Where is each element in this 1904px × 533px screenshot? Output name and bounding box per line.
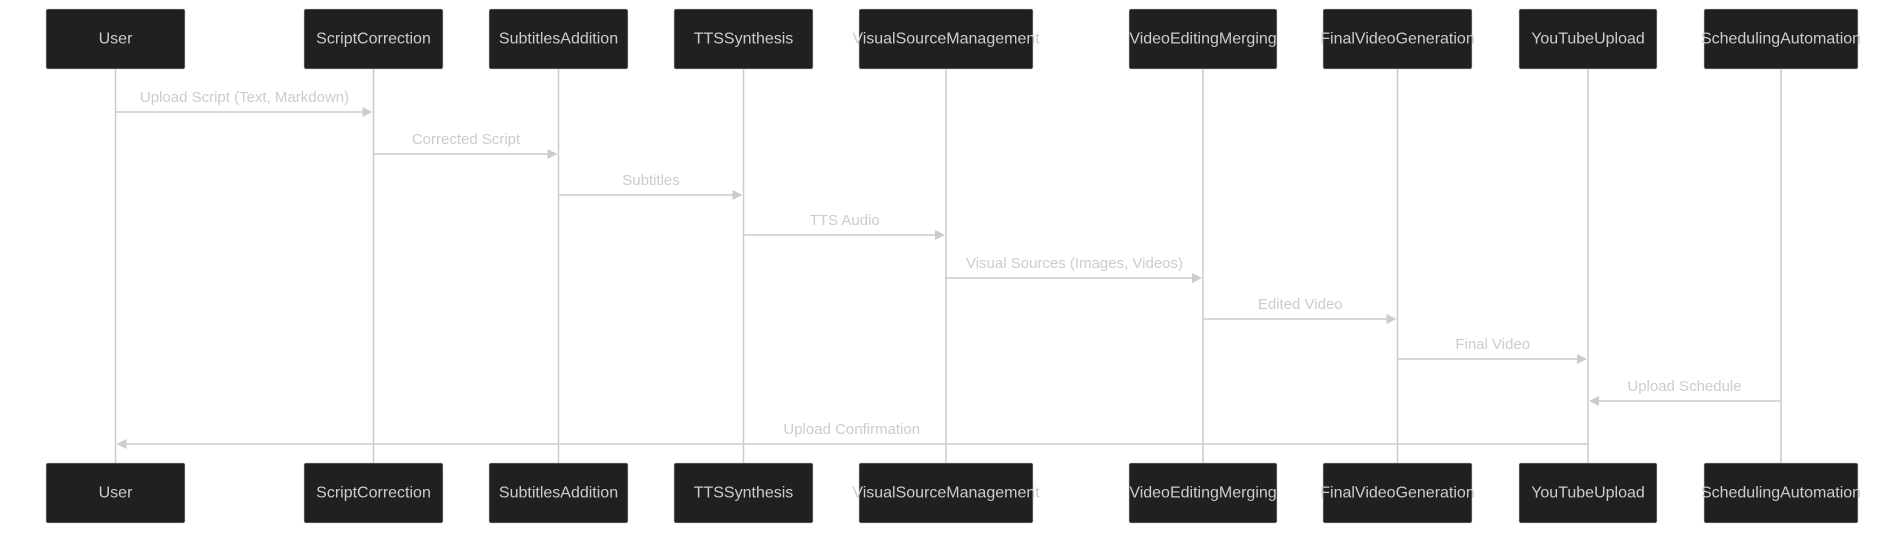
participant-box bbox=[303, 462, 444, 524]
participant-top-final-video-generation[interactable]: FinalVideoGeneration bbox=[1320, 8, 1475, 70]
message-arrow-head bbox=[1386, 314, 1397, 324]
message-label: Upload Schedule bbox=[1627, 378, 1741, 395]
participant-bottom-subtitles-addition[interactable]: SubtitlesAddition bbox=[488, 462, 629, 524]
participant-bottom-script-correction[interactable]: ScriptCorrection bbox=[303, 462, 444, 524]
participant-box bbox=[303, 8, 444, 70]
participant-label: TTSSynthesis bbox=[694, 31, 794, 48]
message-arrow-head bbox=[547, 149, 558, 159]
message-label: TTS Audio bbox=[810, 212, 880, 229]
participant-label: YouTubeUpload bbox=[1531, 485, 1645, 502]
messages: Upload Script (Text, Markdown) Corrected … bbox=[115, 89, 1781, 449]
participant-top-subtitles-addition[interactable]: SubtitlesAddition bbox=[488, 8, 629, 70]
message-9: Upload Confirmation bbox=[116, 421, 1588, 449]
actors-bottom: User ScriptCorrection SubtitlesAddition TTS… bbox=[45, 462, 1861, 524]
message-label: Corrected Script bbox=[412, 131, 521, 148]
message-arrow-head bbox=[116, 439, 127, 449]
participant-box bbox=[488, 462, 629, 524]
participant-box bbox=[45, 8, 186, 70]
participant-label: VideoEditingMerging bbox=[1129, 31, 1276, 48]
participant-bottom-visual-source-management[interactable]: VisualSourceManagement bbox=[852, 462, 1040, 524]
participant-label: FinalVideoGeneration bbox=[1320, 485, 1474, 502]
message-3: Subtitles bbox=[558, 172, 743, 200]
participant-box bbox=[1518, 8, 1658, 70]
message-2: Corrected Script bbox=[373, 131, 558, 159]
participant-box bbox=[1703, 8, 1859, 70]
message-label: Visual Sources (Images, Videos) bbox=[966, 255, 1183, 272]
participant-label: ScriptCorrection bbox=[316, 31, 431, 48]
participant-label: User bbox=[99, 31, 133, 48]
message-8: Upload Schedule bbox=[1589, 378, 1781, 406]
message-label: Upload Script (Text, Markdown) bbox=[140, 89, 349, 106]
message-label: Edited Video bbox=[1258, 296, 1343, 313]
lifelines bbox=[114, 69, 1782, 463]
message-label: Subtitles bbox=[622, 172, 680, 189]
participant-top-visual-source-management[interactable]: VisualSourceManagement bbox=[852, 8, 1040, 70]
participant-box bbox=[488, 8, 629, 70]
message-6: Edited Video bbox=[1203, 296, 1397, 324]
message-label: Final Video bbox=[1455, 336, 1530, 353]
message-arrow-head bbox=[732, 190, 743, 200]
message-arrow-head bbox=[362, 107, 373, 117]
participant-top-script-correction[interactable]: ScriptCorrection bbox=[303, 8, 444, 70]
participant-label: VideoEditingMerging bbox=[1129, 485, 1276, 502]
participant-top-user[interactable]: User bbox=[45, 8, 186, 70]
message-5: Visual Sources (Images, Videos) bbox=[946, 255, 1202, 283]
participant-box bbox=[1322, 462, 1473, 524]
participant-box bbox=[1128, 462, 1278, 524]
participant-top-tts-synthesis[interactable]: TTSSynthesis bbox=[673, 8, 814, 70]
participant-top-youtube-upload[interactable]: YouTubeUpload bbox=[1518, 8, 1658, 70]
participant-label: VisualSourceManagement bbox=[852, 485, 1040, 502]
participant-label: TTSSynthesis bbox=[694, 485, 794, 502]
message-arrow-head bbox=[1577, 354, 1587, 364]
participant-label: User bbox=[99, 485, 133, 502]
participant-box bbox=[1518, 462, 1658, 524]
participant-box bbox=[673, 8, 814, 70]
message-arrow-head bbox=[1589, 396, 1599, 406]
participant-bottom-scheduling-automation[interactable]: SchedulingAutomation bbox=[1701, 462, 1861, 524]
participant-label: SchedulingAutomation bbox=[1701, 31, 1861, 48]
participant-top-video-editing-merging[interactable]: VideoEditingMerging bbox=[1128, 8, 1278, 70]
participant-label: FinalVideoGeneration bbox=[1320, 31, 1474, 48]
participant-box bbox=[45, 462, 186, 524]
message-label: Upload Confirmation bbox=[783, 421, 920, 438]
message-arrow-head bbox=[935, 230, 945, 240]
participant-box bbox=[1128, 8, 1278, 70]
participant-box bbox=[1322, 8, 1473, 70]
participant-bottom-tts-synthesis[interactable]: TTSSynthesis bbox=[673, 462, 814, 524]
participant-bottom-youtube-upload[interactable]: YouTubeUpload bbox=[1518, 462, 1658, 524]
message-arrow-head bbox=[1192, 273, 1202, 283]
participant-label: YouTubeUpload bbox=[1531, 31, 1645, 48]
participant-bottom-user[interactable]: User bbox=[45, 462, 186, 524]
participant-box bbox=[673, 462, 814, 524]
participant-label: ScriptCorrection bbox=[316, 485, 431, 502]
participant-bottom-video-editing-merging[interactable]: VideoEditingMerging bbox=[1128, 462, 1278, 524]
participant-label: VisualSourceManagement bbox=[852, 31, 1040, 48]
participant-box bbox=[858, 8, 1034, 70]
participant-label: SubtitlesAddition bbox=[499, 485, 618, 502]
participant-label: SubtitlesAddition bbox=[499, 31, 618, 48]
message-7: Final Video bbox=[1397, 336, 1587, 364]
participant-label: SchedulingAutomation bbox=[1701, 485, 1861, 502]
participant-box bbox=[1703, 462, 1859, 524]
message-1: Upload Script (Text, Markdown) bbox=[115, 89, 373, 117]
participant-box bbox=[858, 462, 1034, 524]
participant-bottom-final-video-generation[interactable]: FinalVideoGeneration bbox=[1320, 462, 1475, 524]
participant-top-scheduling-automation[interactable]: SchedulingAutomation bbox=[1701, 8, 1861, 70]
actors-top: User ScriptCorrection SubtitlesAddition TTS… bbox=[45, 8, 1861, 70]
message-4: TTS Audio bbox=[743, 212, 945, 240]
